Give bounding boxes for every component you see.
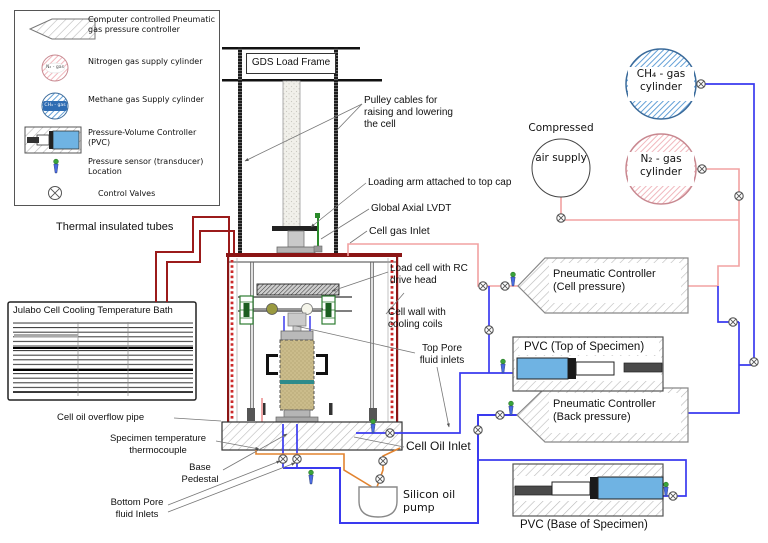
loading-ram xyxy=(282,80,301,229)
cell-wall-label: Cell wall with cooling coils xyxy=(388,307,446,331)
control-valve-icon xyxy=(500,281,510,291)
control-valve-icon xyxy=(278,454,288,464)
top-pore-label: Top Pore fluid inlets xyxy=(419,343,465,367)
control-valve-icon xyxy=(484,325,494,335)
control-valve-icon xyxy=(668,491,678,501)
control-valve-icon xyxy=(495,410,505,420)
control-valve-icon xyxy=(749,357,759,367)
ch4-gas-cylinder xyxy=(625,48,697,120)
pvc-base-of-specimen xyxy=(512,463,664,517)
legend-item-sensor-label: Pressure sensor (transducer) Location xyxy=(88,157,204,176)
loading-arm-label: Loading arm attached to top cap xyxy=(368,177,512,188)
pressure-sensor-icon xyxy=(508,400,514,416)
compressed-air-circle-text: air supply xyxy=(535,152,587,164)
specimen xyxy=(279,339,315,411)
pneumatic-controller-symbol xyxy=(28,18,96,40)
gds-load-frame xyxy=(222,47,382,255)
leader-lines xyxy=(167,103,450,513)
pneumatic-cell-pressure-label: Pneumatic Controller(Cell pressure) xyxy=(553,268,656,294)
triaxial-cell xyxy=(221,253,403,451)
legend xyxy=(14,10,220,206)
thermal-insulated-tubes xyxy=(155,216,235,302)
pressure-sensor-icon xyxy=(500,358,506,374)
specimen-thermocouple-label: Specimen temperature thermocouple xyxy=(109,433,207,456)
legend-item-pvc-label: Pressure-Volume Controller (PVC) xyxy=(88,128,197,147)
pressure-sensor-icon xyxy=(663,481,669,497)
control-valve-icon xyxy=(696,79,706,89)
julabo-bath xyxy=(7,301,197,401)
legend-item-valve-label: Control Valves xyxy=(98,189,156,198)
legend-item-pneumatic-label: Computer controlled Pneumatic gas pressu… xyxy=(88,15,216,34)
cell-gas-inlet-label: Cell gas Inlet xyxy=(369,225,430,237)
legend-item-methane-label: Methane gas Supply cylinder xyxy=(88,95,204,104)
cell-oil-overflow-label: Cell oil overflow pipe xyxy=(57,412,145,423)
global-axial-lvdt xyxy=(313,213,323,253)
pvc-top-of-specimen xyxy=(512,336,664,392)
control-valve-icon xyxy=(385,428,395,438)
control-valve-icon xyxy=(473,425,483,435)
legend-n2-symbol-text: N₂ - gas xyxy=(46,64,64,70)
silicon-oil-pump-label: Silicon oil pump xyxy=(403,488,456,515)
rc-drive-coil-right xyxy=(321,295,336,325)
rc-drive-coil-left xyxy=(239,295,254,325)
n2-gas-cylinder xyxy=(625,133,697,205)
specimen-clamp-right xyxy=(316,354,328,375)
threaded-post-left xyxy=(238,47,242,255)
control-valve-icon xyxy=(375,474,385,484)
pressure-sensor-icon xyxy=(510,271,516,287)
legend-item-nitrogen-label: Nitrogen gas supply cylinder xyxy=(88,57,203,66)
global-axial-lvdt-label: Global Axial LVDT xyxy=(371,203,452,214)
silicon-oil-pump xyxy=(358,486,398,518)
legend-symbols xyxy=(24,18,96,200)
julabo-bath-label: Julabo Cell Cooling Temperature Bath xyxy=(13,305,173,316)
load-cell-disc xyxy=(256,283,340,296)
thermal-tubes-label: Thermal insulated tubes xyxy=(56,221,174,233)
control-valve-icon xyxy=(734,191,744,201)
compressed-air-title: Compressed xyxy=(528,122,594,134)
threaded-post-right xyxy=(334,47,338,255)
loading-arm xyxy=(272,226,318,231)
pressure-sensor-icon xyxy=(308,469,314,485)
pvc-base-label: PVC (Base of Specimen) xyxy=(520,519,648,531)
control-valve-symbol xyxy=(48,186,62,200)
control-valve-icon xyxy=(556,213,566,223)
control-valve-icon xyxy=(728,317,738,327)
pvc-top-label: PVC (Top of Specimen) xyxy=(524,341,645,353)
control-valve-icon xyxy=(697,164,707,174)
gds-load-frame-label: GDS Load Frame xyxy=(246,53,336,74)
base-pedestal-label: Base Pedestal xyxy=(181,462,219,485)
pneumatic-back-pressure-label: Pneumatic Controller(Back pressure) xyxy=(553,398,656,424)
bottom-pore-label: Bottom Pore fluid Inlets xyxy=(110,497,164,520)
legend-ch4-symbol-text: CH₄ - gas xyxy=(44,103,66,108)
specimen-clamp-left xyxy=(266,354,278,375)
gas-pink-lines xyxy=(347,168,740,287)
pulley-cables-label: Pulley cables for raising and lowering t… xyxy=(364,95,453,131)
control-valve-icon xyxy=(292,454,302,464)
load-cell-label: Load cell with RC drive head xyxy=(390,263,468,287)
control-valve-icon xyxy=(478,281,488,291)
control-valve-icon xyxy=(378,456,388,466)
compressed-air-supply xyxy=(531,138,591,198)
cell-oil-inlet-label: Cell Oil Inlet xyxy=(406,439,471,453)
pvc-symbol xyxy=(24,126,82,154)
